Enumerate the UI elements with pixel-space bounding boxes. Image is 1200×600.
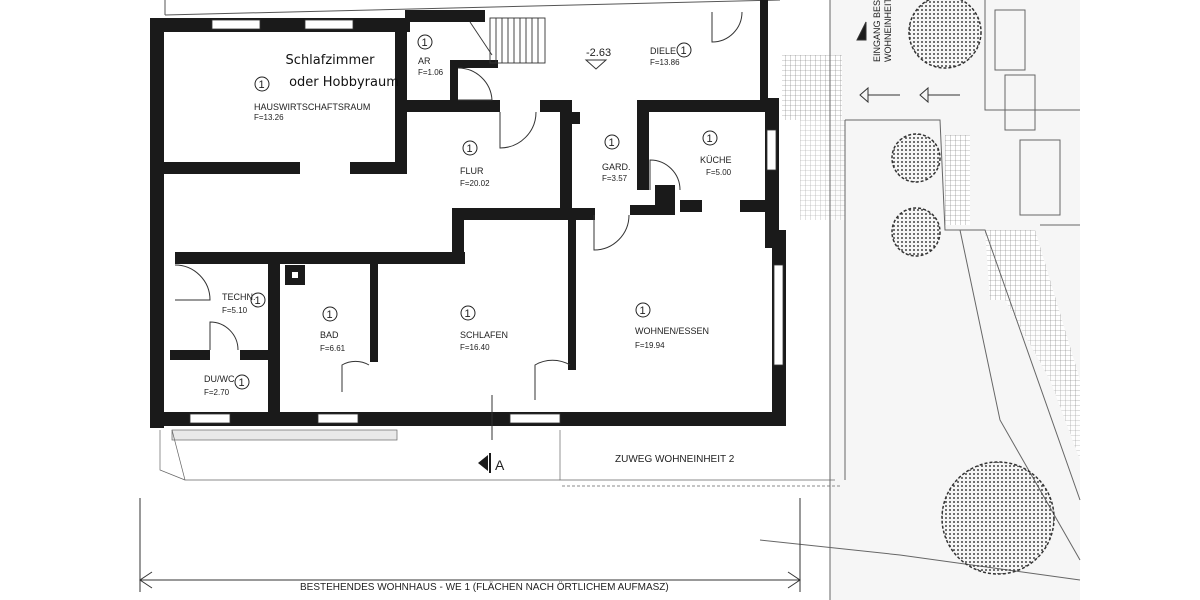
room-duwc: DU/WC 1 F=2.70: [204, 374, 250, 397]
room-flur-area: F=20.02: [460, 179, 490, 188]
room-ar: 1 AR F=1.06: [417, 34, 444, 77]
level-marker: -2.63: [584, 47, 611, 70]
room-flur-num: 1: [467, 143, 473, 155]
overlay-line-1: Schlafzimmer: [285, 53, 375, 68]
right-margin: [1080, 0, 1200, 600]
hobbyraum-overlay-label: Schlafzimmer oder Hobbyraum: [240, 50, 420, 94]
room-bad: 1 BAD F=6.61: [320, 306, 346, 353]
room-kueche-area: F=5.00: [706, 168, 732, 177]
tree-4: [941, 461, 1055, 575]
dimension-line: [139, 498, 801, 592]
room-hwr-name: HAUSWIRTSCHAFTSRAUM: [254, 102, 370, 112]
room-techn: TECHN. 1 F=5.10: [222, 292, 266, 315]
room-diele: DIELE 1 F=13.86: [650, 42, 692, 67]
room-duwc-name: DU/WC: [204, 374, 235, 384]
room-schlafen-name: SCHLAFEN: [460, 330, 508, 340]
stair: [469, 17, 546, 64]
room-schlafen-area: F=16.40: [460, 343, 490, 352]
path-label: ZUWEG WOHNEINHEIT 2: [615, 454, 735, 465]
room-duwc-area: F=2.70: [204, 388, 230, 397]
room-kueche-num: 1: [707, 133, 713, 145]
room-flur-name: FLUR: [460, 166, 484, 176]
room-kueche: 1 KÜCHE F=5.00: [700, 130, 732, 177]
room-bad-num: 1: [327, 309, 333, 321]
room-diele-area: F=13.86: [650, 58, 680, 67]
windows: [189, 19, 784, 424]
room-bad-name: BAD: [320, 330, 339, 340]
top-site-line: [164, 0, 781, 16]
terrace: [159, 429, 840, 487]
room-hwr-num: 1: [259, 79, 265, 91]
overlay-line-2: oder Hobbyraum: [289, 75, 399, 90]
bottom-caption: BESTEHENDES WOHNHAUS - WE 1 (FLÄCHEN NAC…: [300, 581, 669, 593]
room-schlafen-num: 1: [465, 308, 471, 320]
entrance-label: EINGANG BEST.: [872, 0, 882, 62]
room-techn-area: F=5.10: [222, 306, 248, 315]
room-hauswirtschaftsraum: 1 HAUSWIRTSCHAFTSRAUM F=13.26: [254, 76, 370, 122]
room-gard-area: F=3.57: [602, 174, 628, 183]
room-wohnen-essen: 1 WOHNEN/ESSEN F=19.94: [635, 302, 709, 350]
room-ar-num: 1: [422, 37, 428, 49]
room-diele-num: 1: [681, 45, 687, 57]
entry-marker-label: A: [495, 457, 505, 473]
room-diele-name: DIELE: [650, 46, 676, 56]
room-gard: 1 GARD. F=3.57: [602, 134, 631, 183]
room-techn-name: TECHN.: [222, 292, 256, 302]
entrance-arrows: [856, 21, 960, 104]
room-wohnen-num: 1: [640, 305, 646, 317]
tree-3: [891, 207, 941, 257]
tree-2: [891, 133, 941, 183]
tree-1: [908, 0, 982, 69]
site-lines: [759, 0, 1081, 600]
room-hwr-area: F=13.26: [254, 113, 284, 122]
room-gard-name: GARD.: [602, 162, 631, 172]
room-kueche-name: KÜCHE: [700, 155, 732, 165]
room-techn-num: 1: [255, 295, 261, 307]
room-flur: 1 FLUR F=20.02: [460, 140, 490, 188]
door-swings: [174, 11, 743, 400]
room-duwc-num: 1: [239, 377, 245, 389]
interior-walls: [160, 25, 770, 412]
trees: [891, 0, 1055, 575]
room-gard-num: 1: [609, 137, 615, 149]
level-mark-text: -2.63: [586, 47, 611, 59]
room-schlafen: 1 SCHLAFEN F=16.40: [460, 305, 508, 352]
entrance-label-2: WOHNEINHEIT: [883, 0, 893, 62]
room-ar-name: AR: [418, 56, 431, 66]
room-bad-area: F=6.61: [320, 344, 346, 353]
room-ar-area: F=1.06: [418, 68, 444, 77]
paving: [782, 55, 1080, 460]
room-wohnen-name: WOHNEN/ESSEN: [635, 326, 709, 336]
room-wohnen-area: F=19.94: [635, 341, 665, 350]
entry-marker: A: [478, 395, 505, 473]
